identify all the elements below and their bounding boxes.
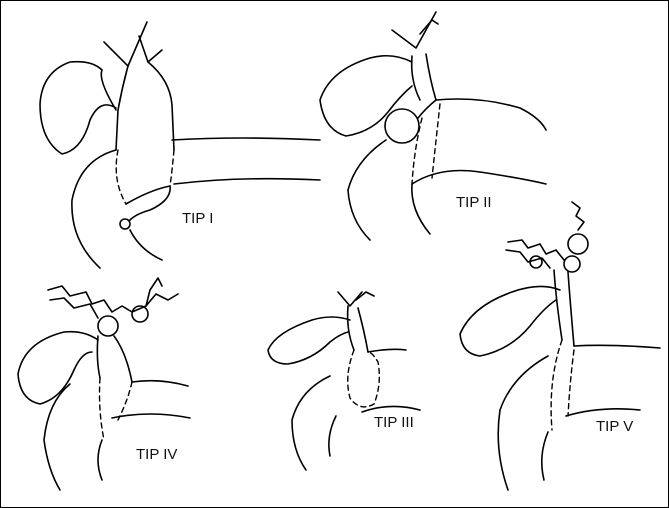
label-type-2: TIP II <box>456 194 492 211</box>
type-5-drawing <box>460 202 660 490</box>
label-type-4: TIP IV <box>136 446 177 463</box>
type-1-drawing <box>40 22 320 268</box>
type-3-drawing <box>268 292 420 470</box>
label-type-1: TIP I <box>182 210 213 227</box>
label-type-3: TIP III <box>374 414 414 431</box>
label-type-5: TIP V <box>596 418 633 435</box>
type-2-drawing <box>320 12 546 240</box>
